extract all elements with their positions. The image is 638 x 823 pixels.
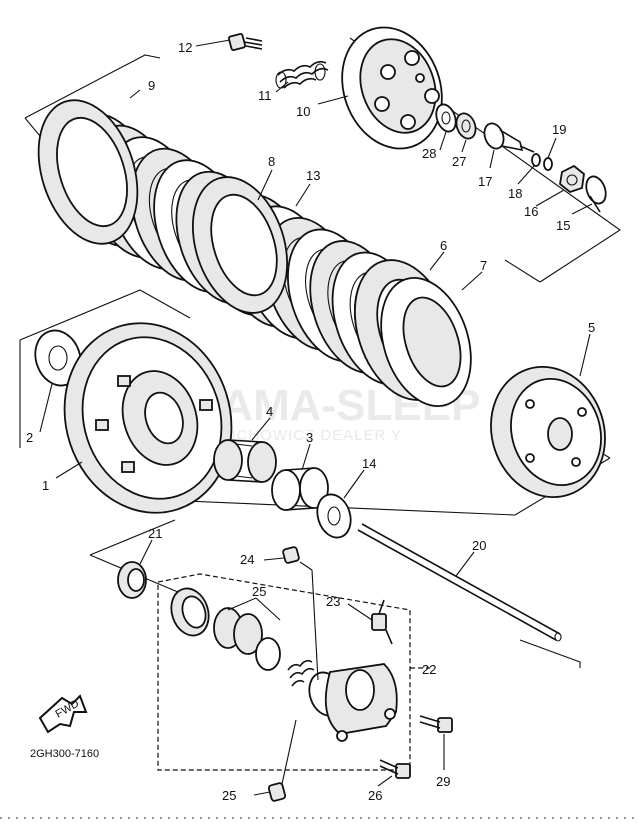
callout-12: 12	[178, 40, 192, 55]
callout-7: 7	[480, 258, 487, 273]
callout-17: 17	[478, 174, 492, 189]
callout-3: 3	[306, 430, 313, 445]
part-15-lockwasher	[585, 175, 607, 213]
callout-25-upper: 24	[240, 552, 254, 567]
frame-assembly-22	[157, 573, 430, 771]
callout-1: 1	[42, 478, 49, 493]
callout-23: 23	[326, 594, 340, 609]
callout-15: 15	[556, 218, 570, 233]
callout-14: 14	[362, 456, 376, 471]
callout-4: 4	[266, 404, 273, 419]
callout-18: 18	[508, 186, 522, 201]
callout-27: 29	[436, 774, 450, 789]
callout-19: 19	[552, 122, 566, 137]
callout-13: 13	[306, 168, 320, 183]
part-21-oil-seal	[117, 561, 147, 599]
callout-labels: 12 11 10 9 8 13 28 27 17 18 19 16 15 6 7…	[26, 40, 595, 803]
part-29-washer	[435, 103, 457, 133]
fwd-arrow-icon: FWD	[38, 694, 88, 734]
part-9-friction-plate	[37, 99, 139, 245]
callout-25-lower: 25	[222, 788, 236, 803]
leader-lines	[39, 39, 593, 796]
callout-28: 27	[452, 154, 466, 169]
callout-2: 2	[26, 430, 33, 445]
part-14-washer	[316, 493, 352, 539]
part-22-slave-cylinder	[308, 663, 398, 742]
callout-11: 11	[258, 88, 272, 103]
part-10-pressure-plate	[341, 26, 443, 150]
callout-24: 25	[252, 584, 266, 599]
callout-16: 16	[524, 204, 538, 219]
part-8-friction-plate	[191, 176, 289, 314]
callout-20: 20	[472, 538, 486, 553]
callout-29: 28	[422, 146, 436, 161]
part-20-push-rod	[357, 523, 562, 642]
part-28-nut	[455, 112, 477, 140]
callout-10: 10	[296, 104, 310, 119]
part-25-dowel-upper	[282, 546, 300, 564]
diagram-code: 2GH300-7160	[30, 748, 99, 760]
callout-26: 26	[368, 788, 382, 803]
part-4-needle-bearing	[213, 439, 277, 483]
callout-21: 21	[148, 526, 162, 541]
part-24-seal-kit	[170, 587, 315, 687]
part-23-bleeder	[371, 599, 393, 645]
callout-22: 22	[422, 662, 436, 677]
part-27-bolt	[419, 715, 453, 733]
part-1-primary-driven-gear	[63, 322, 233, 514]
part-26-bolt	[379, 759, 411, 779]
part-5-clutch-boss	[490, 365, 606, 499]
callout-8: 8	[268, 154, 275, 169]
part-12-bolt	[227, 32, 263, 52]
part-19-ring	[543, 157, 553, 171]
callout-6: 6	[440, 238, 447, 253]
part-7-plate	[380, 277, 472, 407]
part-11-spring	[275, 60, 329, 89]
part-25-dowel-lower	[267, 782, 287, 802]
part-3-spacer	[271, 467, 329, 511]
part-17-push-piece	[483, 122, 535, 153]
part-16-nut	[559, 164, 585, 194]
callout-5: 5	[588, 320, 595, 335]
part-18-ring	[531, 153, 541, 167]
callout-9: 9	[148, 78, 155, 93]
